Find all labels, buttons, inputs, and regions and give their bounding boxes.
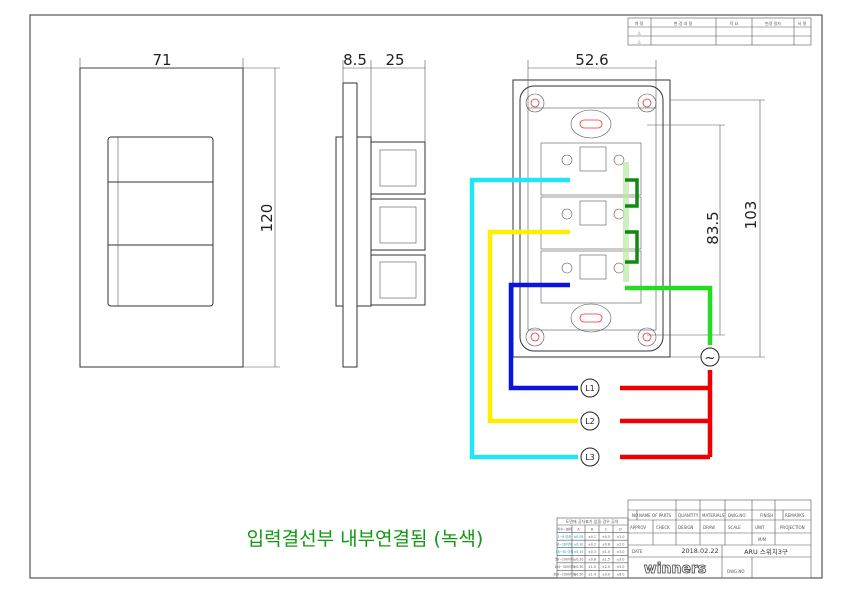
back-view: 52.6 83.5 103 [512, 51, 765, 358]
parts-header: REMARKS [785, 513, 805, 518]
approval-header: PROJECTION [780, 525, 805, 530]
tolerance-cell: ±0.20 [574, 558, 584, 562]
approval-header: SCALE [728, 525, 741, 530]
jumper-1 [625, 178, 639, 208]
rev-mark: △ [637, 39, 641, 44]
svg-text:L3: L3 [585, 453, 595, 462]
tolerance-cell: 300~1000이하 [553, 572, 576, 577]
rev-header: 변경 일자 [765, 20, 781, 26]
tolerance-cell: 100~300이하 [554, 564, 575, 569]
parts-header: NO [632, 513, 638, 518]
dim-front-height: 120 [258, 204, 276, 233]
svg-text:도면에 공차표기 없을 경우 공차: 도면에 공차표기 없을 경우 공차 [566, 518, 619, 524]
rev-header: 적 요 [730, 20, 739, 26]
dim-side-plate: 8.5 [343, 51, 367, 69]
date-label: DATE [632, 549, 643, 554]
tolerance-cell: ±8.0 [617, 573, 625, 577]
approval-header: UNIT [755, 525, 765, 530]
title-block: NO NAME OF PARTS QUANTITY MATERIALS DWG.… [627, 499, 812, 579]
parts-header: FINISH [760, 513, 773, 518]
tolerance-cell: C [605, 527, 608, 531]
tolerance-cell: ±1.0 [602, 550, 610, 554]
drawing-border [29, 14, 823, 579]
tolerance-cell: ±0.5 [602, 535, 610, 539]
dim-back-height: 103 [742, 201, 760, 230]
approval-header: CHECK [656, 525, 670, 530]
rev-mark: △ [637, 30, 641, 35]
svg-text:L1: L1 [585, 384, 595, 393]
wiring [469, 177, 713, 460]
drawing-title: ARU 스위치3구 [744, 547, 788, 556]
tolerance-cell: ±0.8 [588, 558, 596, 562]
tolerance-cell: ±1.4 [588, 573, 596, 577]
date-value: 2018.02.22 [681, 547, 718, 555]
terminal-l2: L2 [580, 411, 600, 431]
tolerance-cell: ±2.0 [617, 542, 625, 546]
tolerance-cell: A [577, 527, 580, 531]
svg-text:~: ~ [705, 351, 716, 366]
approval-header: APPROV [630, 525, 646, 530]
wire-l1-blue [508, 282, 578, 391]
tolerance-cell: 치수~범위 [557, 526, 571, 531]
tolerance-cell: 6~18이하 [557, 541, 572, 546]
dim-side-depth: 25 [385, 51, 404, 69]
tolerance-cell: ±1.0 [588, 565, 596, 569]
parts-header: MATERIALS [702, 513, 725, 518]
tolerance-cell: ±0.3 [588, 550, 596, 554]
tolerance-table: 도면에 공차표기 없을 경우 공차 치수~범위 A B C D 1~6 이하±0.05 ±0… [553, 517, 629, 579]
wiring-note: 입력결선부 내부연결됨 (녹색) [247, 528, 484, 550]
source-symbol: ~ [700, 347, 720, 367]
tolerance-cell: ±1.0 [617, 535, 625, 539]
tolerance-cell: ±3.0 [602, 573, 610, 577]
rev-header: 개 정 [635, 20, 644, 26]
tolerance-cell: ±0.05 [574, 535, 584, 539]
revision-table: 개 정 변 경 내 용 적 요 변경 일자 서 명 △ △ [627, 17, 812, 46]
unit-value: M/M [758, 537, 767, 542]
terminal-l3: L3 [580, 447, 600, 467]
rev-header: 변 경 내 용 [674, 20, 693, 26]
tolerance-cell: B [591, 527, 593, 531]
tolerance-cell: D [619, 527, 622, 531]
svg-text:L2: L2 [585, 417, 595, 426]
wire-l3-cyan [469, 177, 578, 460]
terminal-l1: L1 [580, 378, 600, 398]
parts-header: NAME OF PARTS [639, 513, 672, 518]
jumper-2 [625, 230, 639, 264]
wire-input-green [625, 285, 713, 345]
tolerance-cell: ±3.0 [617, 550, 625, 554]
approval-header: DESIGN [678, 525, 693, 530]
tolerance-cell: ±0.10 [574, 542, 584, 546]
dim-hole-pitch: 83.5 [704, 211, 722, 244]
tolerance-cell: 18~50 이하 [556, 549, 574, 554]
tolerance-cell: 1~6 이하 [558, 534, 572, 539]
tolerance-cell: 50~100이하 [555, 557, 574, 562]
tolerance-cell: ±0.1 [588, 535, 596, 539]
tolerance-cell: ±0.50 [574, 573, 584, 577]
front-view: 71 120 [79, 51, 280, 368]
tolerance-cell: ±0.8 [602, 542, 610, 546]
rev-header: 서 명 [798, 20, 807, 26]
tolerance-cell: ±0.15 [574, 550, 584, 554]
approval-header: DRAW [703, 525, 715, 530]
wire-l2-yellow [487, 229, 578, 424]
tolerance-cell: ±1.5 [602, 558, 610, 562]
tolerance-cell: ±5.0 [617, 565, 625, 569]
tolerance-cell: ±0.2 [588, 542, 596, 546]
dwg-no-label: DWG.NO [727, 569, 745, 574]
parts-header: DWG.NO [728, 513, 746, 518]
company-logo: winners [644, 561, 706, 577]
tolerance-cell: ±3.0 [617, 558, 625, 562]
tolerance-cell: ±0.30 [574, 565, 584, 569]
dim-back-width: 52.6 [575, 51, 608, 69]
parts-header: QUANTITY [678, 513, 699, 518]
tolerance-cell: ±2.0 [602, 565, 610, 569]
dim-front-width: 71 [152, 51, 171, 69]
side-view: 8.5 25 [335, 51, 426, 368]
